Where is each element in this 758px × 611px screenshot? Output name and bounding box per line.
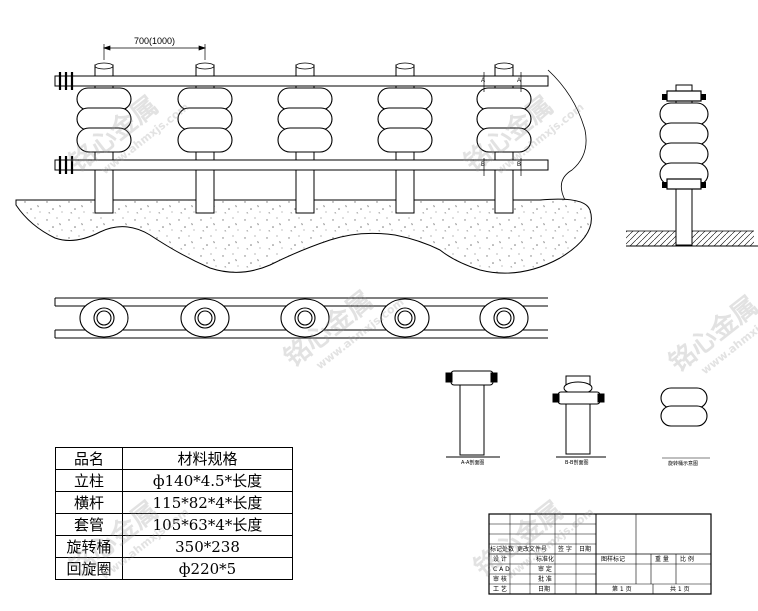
spec-row-spec: 350*238 xyxy=(122,535,293,558)
roller-3 xyxy=(277,87,333,153)
spec-row: 立柱 ф140*4.5*长度 xyxy=(55,469,293,492)
tb-check: 审 核 xyxy=(493,576,507,583)
tb-cad: C A D xyxy=(493,566,510,573)
spec-row: 横杆 115*82*4*长度 xyxy=(55,491,293,514)
roller-sketch xyxy=(660,387,710,459)
ground-elevation xyxy=(15,198,592,274)
tb-rev-sign: 签 字 xyxy=(558,546,572,553)
section-markers xyxy=(483,72,522,176)
tb-date: 日期 xyxy=(538,586,551,593)
rollers-elevation xyxy=(76,87,532,153)
tb-process: 工 艺 xyxy=(493,586,507,593)
spec-header-spec: 材料规格 xyxy=(122,447,293,470)
side-section-view xyxy=(626,84,758,247)
section-mark-a-right: A xyxy=(517,78,522,84)
section-a-detail xyxy=(445,370,500,458)
plan-view xyxy=(54,297,548,339)
spec-header-name: 品名 xyxy=(55,447,123,470)
tb-review: 审 定 xyxy=(538,566,552,573)
roller-side-label: 旋转桶示意图 xyxy=(668,461,699,467)
rails-elevation xyxy=(54,75,549,171)
material-spec-table: 品名 材料规格 立柱 ф140*4.5*长度 横杆 115*82*4*长度 套管… xyxy=(55,447,293,580)
title-block-grid xyxy=(488,513,712,595)
tb-design: 设 计 xyxy=(493,556,507,563)
tb-total: 共 1 页 xyxy=(670,586,690,593)
post-spacing-dimension: 700(1000) xyxy=(134,36,176,46)
tb-sheet: 第 1 页 xyxy=(612,586,632,593)
section-b-detail xyxy=(552,375,606,458)
spec-row-name: 套管 xyxy=(55,513,123,536)
rail-end-clamps xyxy=(58,72,74,174)
tb-approve: 批 准 xyxy=(538,576,552,583)
tb-weight: 重 量 xyxy=(655,556,669,563)
spec-row-spec: ф220*5 xyxy=(122,557,293,580)
roller-2 xyxy=(177,87,233,153)
spec-row-spec: ф140*4.5*长度 xyxy=(122,469,293,492)
section-a-label: A-A剖面图 xyxy=(461,460,485,466)
spec-row-spec: 105*63*4*长度 xyxy=(122,513,293,536)
spec-row: 回旋圈 ф220*5 xyxy=(55,557,293,580)
tb-standard: 标准化 xyxy=(536,556,555,563)
spec-row-name: 旋转桶 xyxy=(55,535,123,558)
spec-row-spec: 115*82*4*长度 xyxy=(122,491,293,514)
spec-row-name: 立柱 xyxy=(55,469,123,492)
spec-table-header: 品名 材料规格 xyxy=(55,447,293,470)
tb-drawing-mark: 图样标记 xyxy=(601,556,626,563)
roller-5 xyxy=(476,87,532,153)
section-b-label: B-B剖面图 xyxy=(565,460,589,466)
roller-1 xyxy=(76,87,132,153)
tb-rev-date: 日期 xyxy=(579,546,592,553)
spec-row: 旋转桶 350*238 xyxy=(55,535,293,558)
tb-rev-doc: 更改文件号 xyxy=(517,546,548,553)
roller-4 xyxy=(377,87,433,153)
spec-row-name: 横杆 xyxy=(55,491,123,514)
spec-row: 套管 105*63*4*长度 xyxy=(55,513,293,536)
section-mark-b-left: B xyxy=(481,162,486,168)
tb-scale: 比 例 xyxy=(680,556,694,563)
section-mark-b-right: B xyxy=(517,162,522,168)
dimension-line xyxy=(102,44,207,60)
spec-row-name: 回旋圈 xyxy=(55,557,123,580)
section-mark-a-left: A xyxy=(481,78,486,84)
tb-rev-mark: 标记处数 xyxy=(490,546,515,553)
break-line xyxy=(547,69,587,201)
post-caps xyxy=(94,62,514,70)
